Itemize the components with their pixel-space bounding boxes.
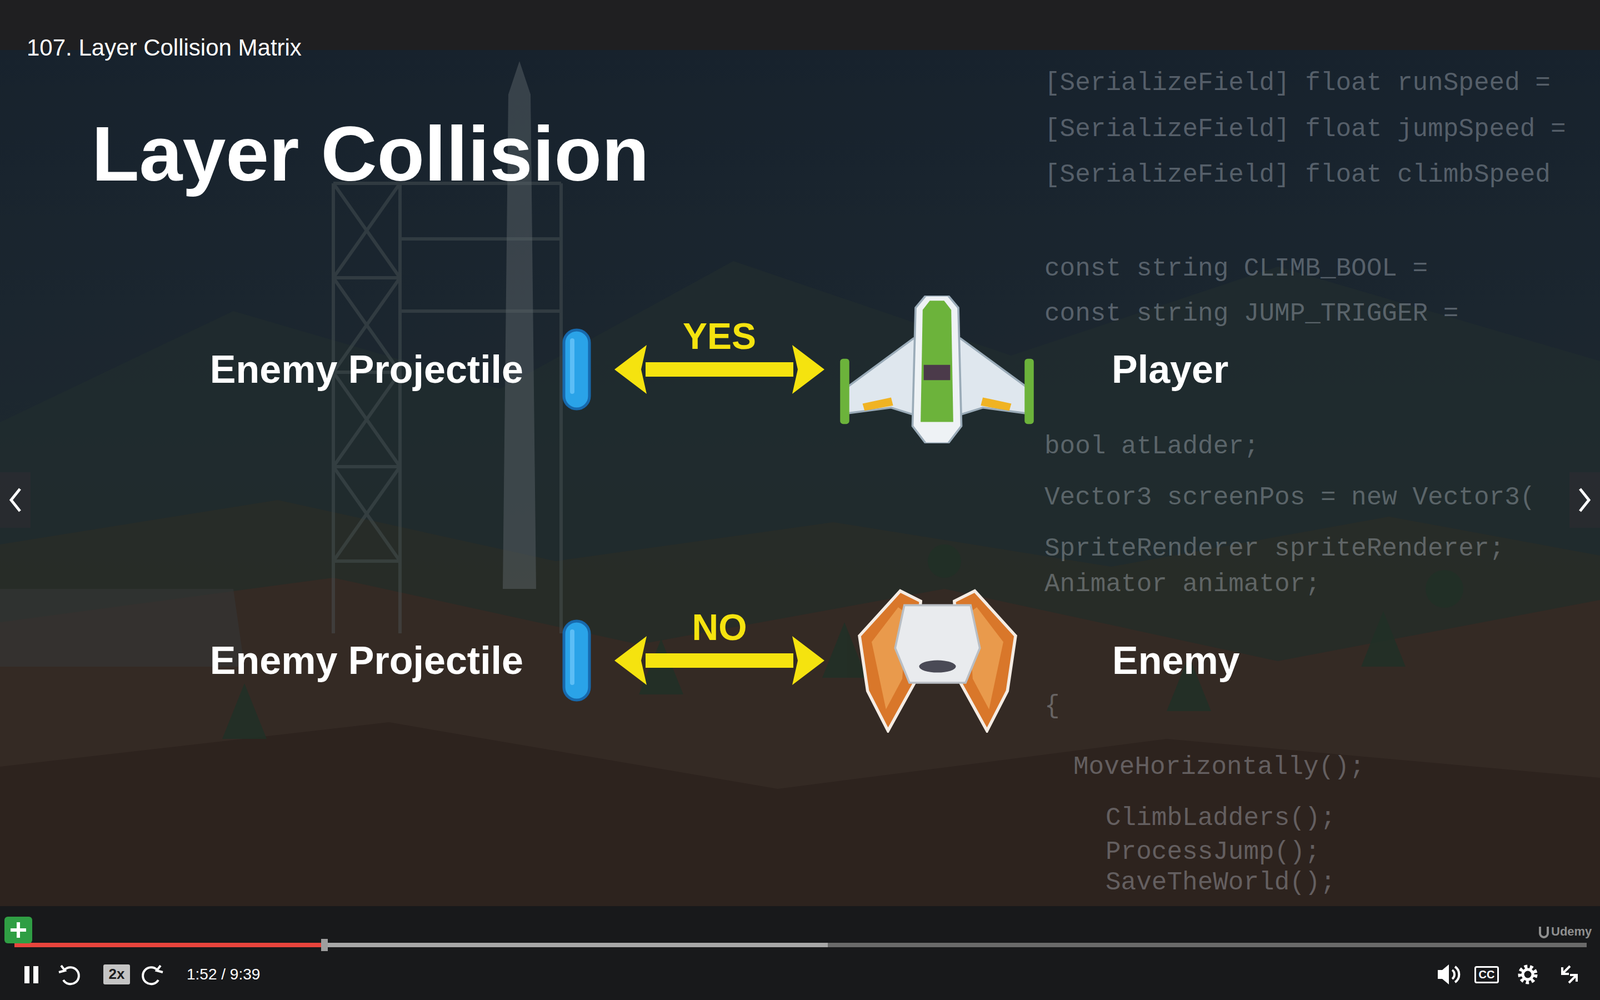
projectile-highlight [570, 629, 575, 685]
code-background-text: Vector3 screenPos = new Vector3( [1044, 483, 1535, 513]
diagram-node: Enemy Projectile [210, 619, 612, 702]
diagram-node: Player [827, 295, 1229, 444]
code-background-text: bool atLadder; [1044, 432, 1259, 462]
lecture-title: 107. Layer Collision Matrix [26, 34, 302, 62]
node-label: Enemy Projectile [210, 347, 524, 393]
player-controls [24, 964, 1577, 985]
arrow-head [614, 636, 647, 685]
node-icon [562, 619, 592, 702]
node-icon [857, 588, 1018, 733]
code-background-text: [SerializeField] float runSpeed = [1044, 68, 1551, 99]
slide-title: Layer Collision [91, 111, 650, 197]
add-note-icon [4, 916, 33, 944]
code-background-text: Animator animator; [1044, 570, 1321, 600]
progress-bar [14, 938, 1587, 952]
slide-illustration [0, 50, 1600, 907]
enemy-ship-shape [859, 590, 1016, 731]
node-label: Enemy Projectile [210, 638, 524, 684]
side-nav [0, 472, 1600, 528]
edge-label: NO [692, 607, 748, 648]
arrow-shaft [645, 362, 794, 377]
udemy-logo [1540, 926, 1548, 938]
player-ship-shape [840, 295, 1034, 444]
code-background-text: [SerializeField] float climbSpeed [1044, 160, 1551, 190]
diagram-node: Enemy [827, 588, 1240, 733]
node-icon [562, 328, 592, 411]
projectile-shape [563, 621, 590, 700]
code-background-text: [SerializeField] float jumpSpeed = [1044, 115, 1567, 145]
code-background-text: SpriteRenderer spriteRenderer; [1044, 534, 1505, 564]
code-background-text: SaveTheWorld(); [1105, 868, 1336, 898]
projectile-highlight [570, 338, 575, 394]
edge-label: YES [682, 316, 757, 357]
code-background-text: ClimbLadders(); [1105, 803, 1336, 834]
code-background-text: const string JUMP_TRIGGER = [1044, 299, 1459, 329]
arrow-head [792, 636, 825, 685]
code-background-text: ProcessJump(); [1105, 837, 1320, 868]
code-background-text: const string CLIMB_BOOL = [1044, 254, 1428, 284]
speed-button: 2x [103, 964, 131, 985]
time-display: 1:52 / 9:39 [186, 965, 260, 984]
watermark: Udemy [1551, 924, 1592, 939]
node-label: Enemy [1112, 638, 1240, 684]
captions-button: CC [1474, 966, 1500, 984]
node-label: Player [1111, 347, 1229, 393]
diagram-node: Enemy Projectile [210, 328, 612, 411]
code-background-text: { [1044, 691, 1060, 722]
arrow-head [614, 345, 647, 394]
control-bar [0, 906, 1600, 1000]
node-icon [840, 295, 1034, 444]
arrow-shaft [645, 653, 794, 668]
arrow-head [792, 345, 825, 394]
projectile-shape [563, 330, 590, 409]
code-background-text: MoveHorizontally(); [1073, 752, 1365, 783]
